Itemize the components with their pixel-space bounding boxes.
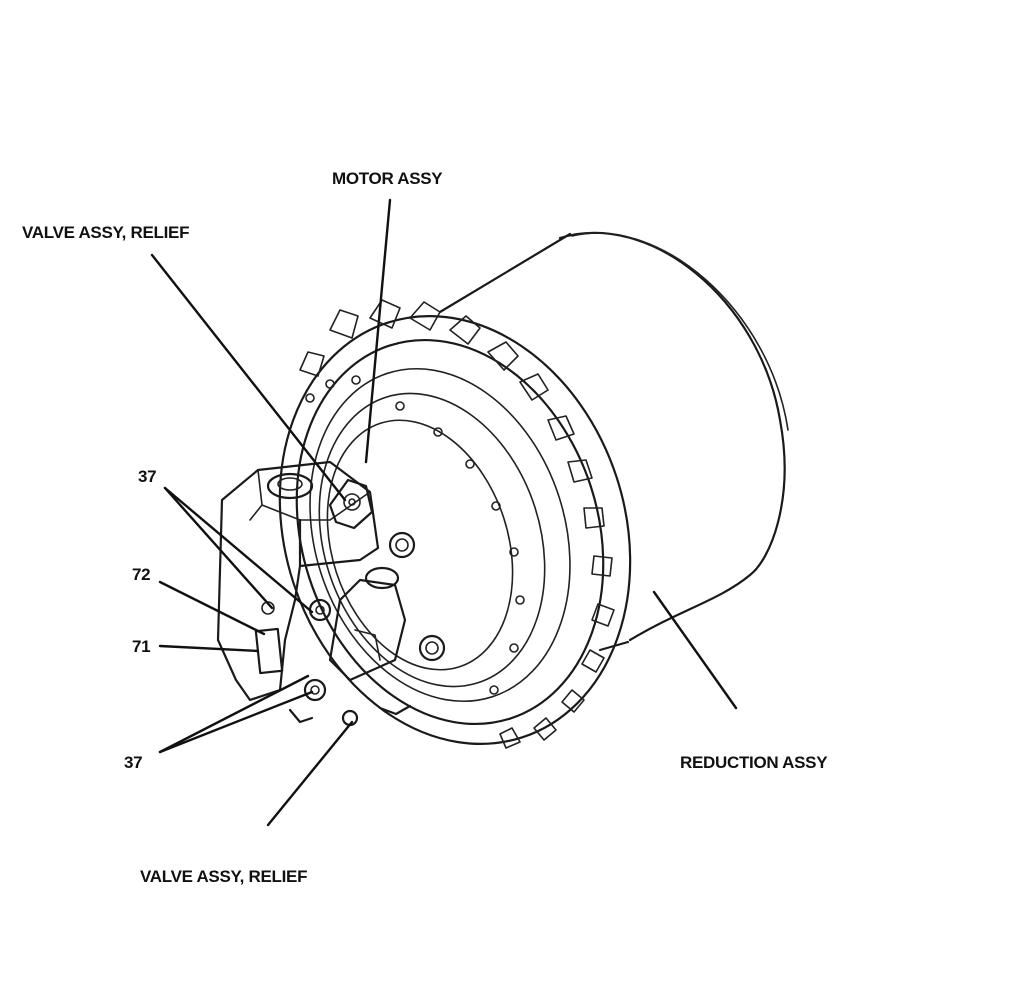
label-valve-assy-relief-bottom: VALVE ASSY, RELIEF [140, 867, 307, 886]
callout-71: 71 [132, 637, 150, 656]
motor-housing [216, 460, 446, 727]
label-motor-assy: MOTOR ASSY [332, 169, 443, 188]
label-valve-assy-relief-top: VALVE ASSY, RELIEF [22, 223, 189, 242]
labels: MOTOR ASSY VALVE ASSY, RELIEF 37 72 71 3… [22, 169, 829, 886]
reduction-drum [438, 231, 789, 652]
callout-37-top: 37 [138, 467, 156, 486]
leader-lines [150, 198, 738, 827]
callout-37-bottom: 37 [124, 753, 142, 772]
label-reduction-assy: REDUCTION ASSY [680, 753, 828, 772]
callout-72: 72 [132, 565, 150, 584]
flange-ring [278, 299, 632, 749]
